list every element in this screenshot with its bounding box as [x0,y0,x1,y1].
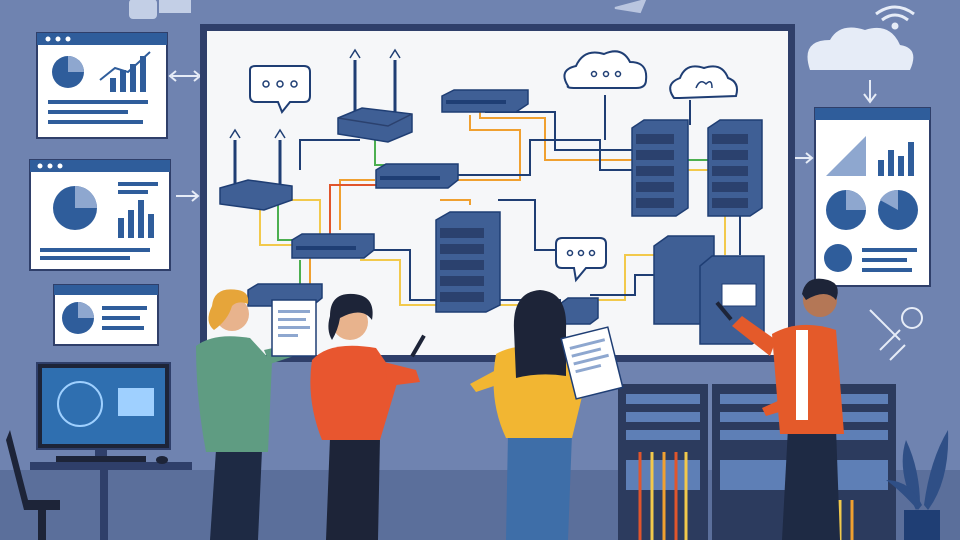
network-cables [259,95,741,313]
mouse [156,456,168,464]
person-yellow-shirt [470,290,624,540]
arrow-icon [176,190,200,202]
computer-workstation [6,362,192,540]
server-rack-icon [631,119,689,217]
cloud-down-arrow-icon [863,80,877,104]
wireless-router-icon [219,128,293,211]
network-switch-icon [291,233,375,259]
top-camera-icon [129,0,157,19]
top-arrow-icon [614,0,647,14]
desk [30,462,192,470]
pointer-pen [715,301,733,321]
office-chair [6,430,60,510]
potted-plant [886,430,949,540]
person-green-shirt [196,289,317,540]
pie-chart-icon [824,244,852,272]
cloud-icon [807,27,914,71]
network-switch-icon [441,89,529,113]
cloud-wifi-decor [807,5,915,104]
bar-chart-icon [878,142,914,176]
bar-chart-icon [118,200,154,238]
left-dashboard-panel-3 [53,284,159,346]
network-switch-icon [375,163,459,189]
triangle-chart-icon [826,136,866,176]
top-decor [129,0,647,19]
document-sheet [560,326,624,400]
left-dashboard-panel-1 [36,32,168,139]
wireless-router-icon [337,48,413,143]
right-dashboard-panel [814,107,931,287]
arrow-icon [795,152,814,164]
speech-bubble-icon [555,237,607,283]
server-rack-icon [435,211,501,313]
person-red-shirt [310,293,426,540]
server-rack-cabinet [618,384,896,540]
wifi-icon [875,5,915,30]
cloud-icon [563,50,648,89]
speech-bubble-icon [249,65,311,114]
server-rack-icon [707,119,763,217]
cloud-icon [669,65,738,99]
person-orange-jacket [715,278,844,540]
left-dashboard-panel-2 [29,159,171,271]
stylus [410,334,426,358]
top-panel-icon [159,0,191,13]
keyboard [56,456,146,462]
bar-chart-icon [110,56,146,92]
satellite-icon [869,307,923,361]
